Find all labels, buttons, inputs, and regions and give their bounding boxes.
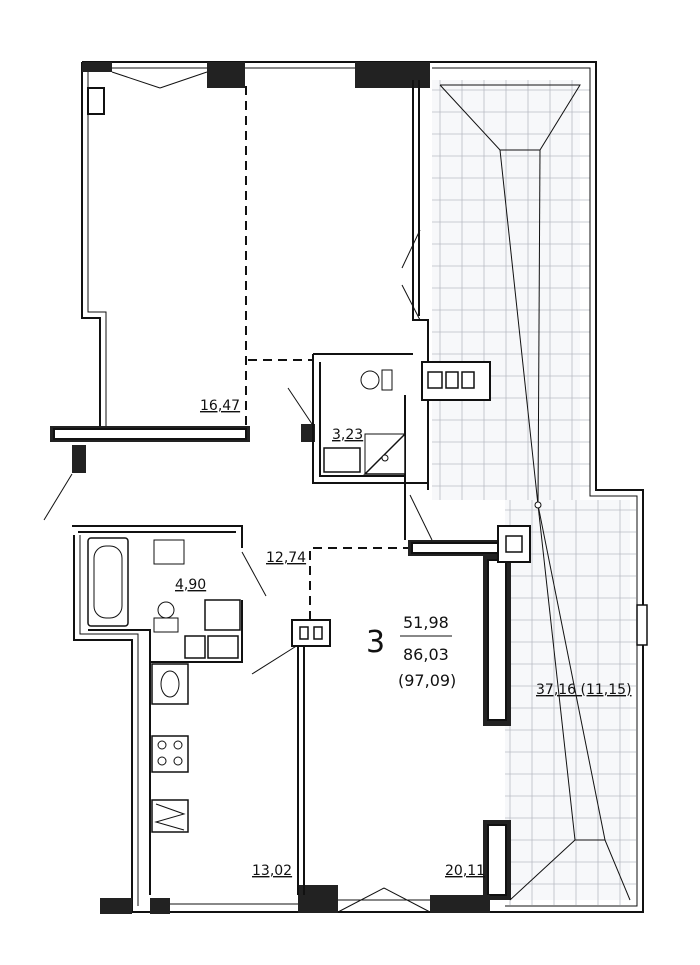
zone-dividers	[245, 86, 408, 620]
total-area-with-terrace: (97,09)	[398, 671, 456, 690]
room-area-wc: 3,23	[332, 427, 363, 443]
room-area-living: 20,11	[445, 863, 485, 879]
room-area-hall: 12,74	[266, 550, 306, 566]
room-area-kitchen: 13,02	[252, 863, 292, 879]
fixtures	[87, 369, 406, 833]
terrace-tiles	[432, 80, 636, 905]
ventilation-shafts	[87, 87, 531, 647]
doors	[43, 229, 433, 675]
windows	[111, 67, 648, 913]
rooms-count: 3	[366, 625, 385, 660]
room-area-bathroom: 4,90	[175, 577, 206, 593]
living-area: 51,98	[403, 613, 449, 632]
outer-walls	[73, 61, 644, 913]
total-area: 86,03	[403, 645, 449, 664]
room-area-bedroom: 16,47	[200, 398, 240, 414]
labels: 16,47 3,23 12,74 4,90 13,02 20,11 37,16 …	[175, 398, 632, 879]
interior-walls	[72, 80, 429, 895]
room-area-terrace: 37,16 (11,15)	[536, 682, 632, 698]
terrace-slopes	[439, 84, 631, 901]
